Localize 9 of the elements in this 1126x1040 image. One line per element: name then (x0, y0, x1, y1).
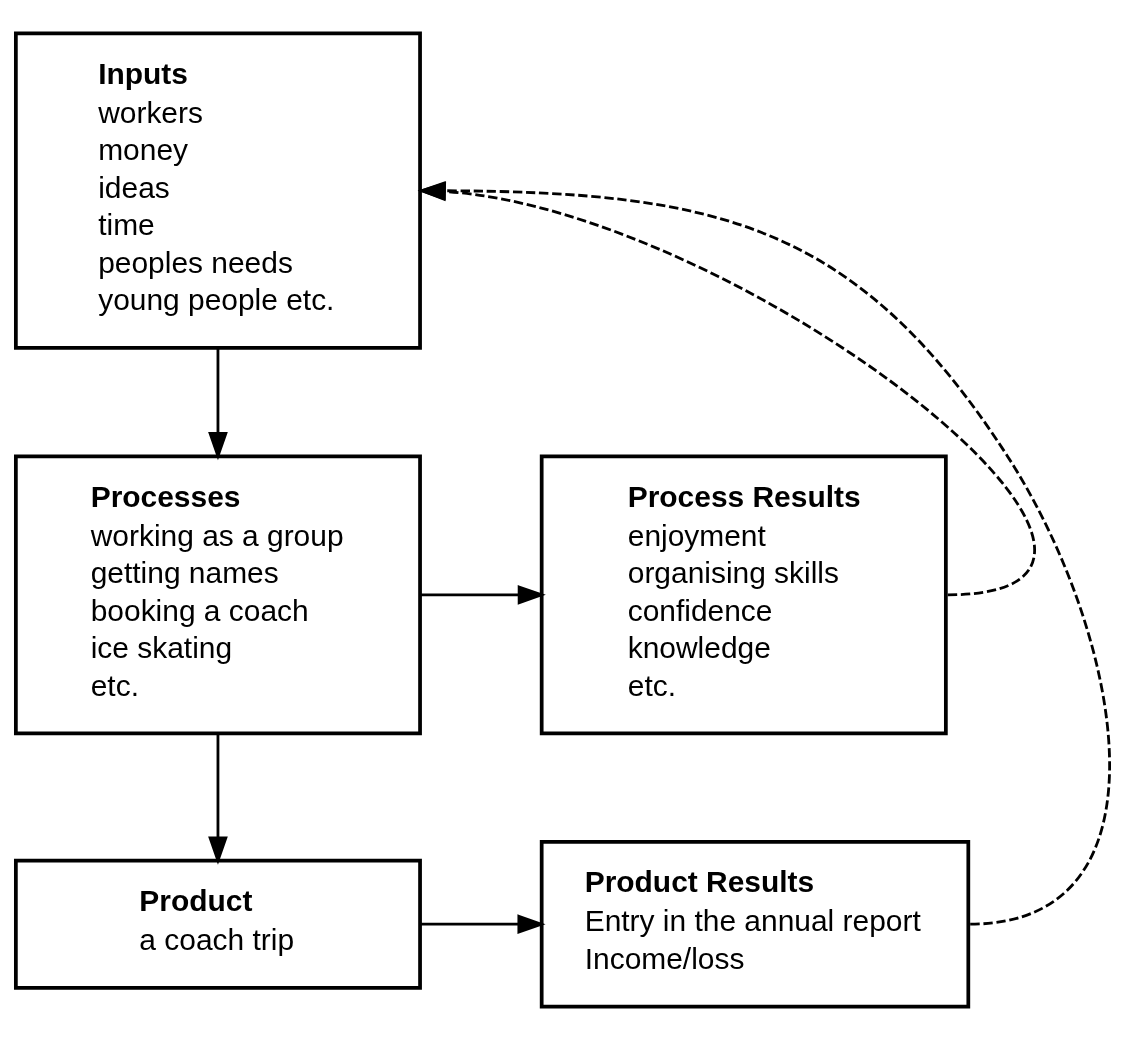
node-box: Processes working as a group getting names booking a coach ice skating etc. (14, 454, 422, 736)
node-box: Product a coach trip (14, 858, 422, 990)
node-box: Process Results enjoyment organising skills confidence knowledge etc. (539, 454, 948, 736)
arrow (208, 347, 228, 461)
arrow (420, 585, 546, 605)
arrow (420, 914, 546, 935)
node-box: Product Results Entry in the annual report Income/loss (539, 840, 971, 1009)
arrow (208, 733, 228, 865)
node-box: Inputs workers money ideas time peoples needs young people etc. (14, 31, 422, 350)
